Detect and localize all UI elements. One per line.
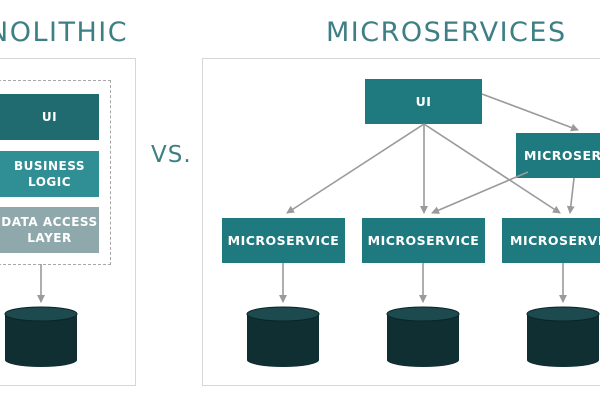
business-logic-label-line1: BUSINESS xyxy=(14,159,85,173)
micro-service-1-label: MICROSERVICE xyxy=(227,232,340,248)
micro-service-node-1: MICROSERVICE xyxy=(222,218,345,263)
monolith-boundary xyxy=(0,80,111,265)
mono-ui-layer: UI xyxy=(0,94,99,140)
monolithic-title: NOLITHIC xyxy=(0,17,129,48)
business-logic-label-line2: LOGIC xyxy=(27,175,72,189)
data-access-label-line1: DATA ACCESS xyxy=(1,215,98,229)
microservices-title: MICROSERVICES xyxy=(326,17,567,48)
micro-ui-node: UI xyxy=(365,79,482,124)
micro-upper-service-node: MICROSERVICE xyxy=(516,133,600,178)
micro-service-3-label: MICROSERVICE xyxy=(510,232,600,248)
micro-ui-label: UI xyxy=(415,93,432,109)
micro-service-2-label: MICROSERVICE xyxy=(367,232,480,248)
mono-business-logic-layer: BUSINESS LOGIC xyxy=(0,151,99,197)
micro-service-node-3: MICROSERVICE xyxy=(502,218,600,263)
micro-service-node-2: MICROSERVICE xyxy=(362,218,485,263)
data-access-label-line2: LAYER xyxy=(27,231,72,245)
versus-label: VS. xyxy=(151,142,192,168)
mono-ui-label: UI xyxy=(41,110,58,124)
micro-upper-service-label: MICROSERVICE xyxy=(524,147,600,163)
mono-data-access-layer: DATA ACCESS LAYER xyxy=(0,207,99,253)
